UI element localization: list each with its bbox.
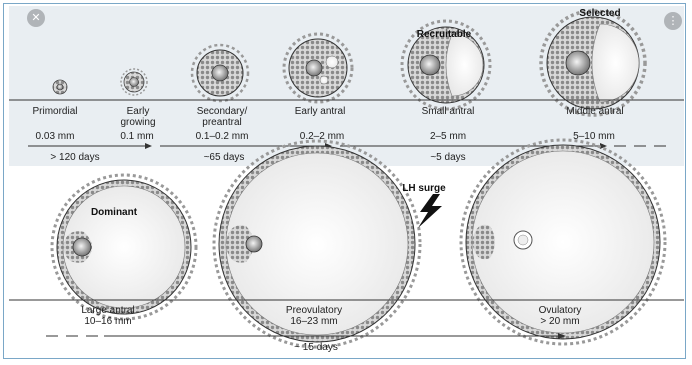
follicle-primordial xyxy=(53,80,67,94)
stage-name-primordial: Primordial xyxy=(32,106,77,117)
follicle-large-antral xyxy=(52,175,196,319)
follicle-secondary xyxy=(192,45,248,101)
follicle-middle-antral xyxy=(541,11,645,115)
stage-name-early-antral: Early antral xyxy=(295,106,346,117)
duration-65-days: ~65 days xyxy=(204,152,245,163)
stage-size-early-growing: 0.1 mm xyxy=(120,131,153,142)
stage-preovulatory: Preovulatory 16–23 mm xyxy=(286,305,342,327)
follicle-early-antral xyxy=(284,34,352,102)
stage-large-antral: Large antral 10–16 mm xyxy=(81,305,134,327)
follicle-early-growing xyxy=(121,69,147,95)
duration-5-days: ~5 days xyxy=(430,152,465,163)
stage-size-primordial: 0.03 mm xyxy=(36,131,75,142)
duration-15-days: ~ 15 days xyxy=(294,342,338,353)
stage-size-small-antral: 2–5 mm xyxy=(430,131,466,142)
recruitable-label: Recruitable xyxy=(417,29,471,40)
duration-120-days: > 120 days xyxy=(50,152,99,163)
stage-size-early-antral: 0.2–2 mm xyxy=(300,131,344,142)
stage-ovulatory: Ovulatory > 20 mm xyxy=(539,305,582,327)
dominant-label: Dominant xyxy=(91,207,137,218)
lightning-bolt-icon xyxy=(418,194,442,228)
stage-name-small-antral: Small antral xyxy=(422,106,475,117)
lh-surge-label: LH surge xyxy=(402,183,445,194)
stage-name-early-growing: Early growing xyxy=(120,106,155,128)
stage-name-secondary: Secondary/ preantral xyxy=(197,106,248,128)
stage-name-middle-antral: Middle antral xyxy=(566,106,623,117)
stage-size-secondary: 0.1–0.2 mm xyxy=(196,131,249,142)
selected-label: Selected xyxy=(579,8,620,19)
stage-size-middle-antral: 5–10 mm xyxy=(573,131,615,142)
